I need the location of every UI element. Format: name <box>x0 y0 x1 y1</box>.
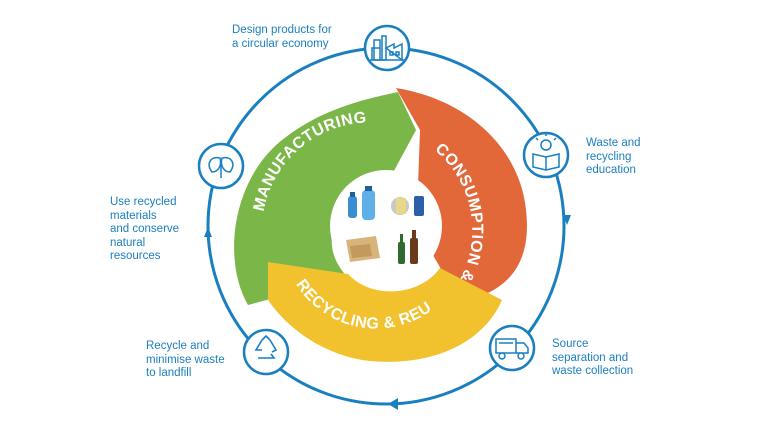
glass-bottles-icon <box>398 230 418 264</box>
label-collection: Source separation and waste collection <box>552 338 634 377</box>
paper-bags-icon <box>346 236 380 262</box>
label-landfill: Recycle and minimise waste to landfill <box>146 340 225 379</box>
water-bottles-icon <box>348 186 375 220</box>
arrow-bottom-icon <box>388 398 398 410</box>
label-education: Waste and recycling education <box>586 137 641 176</box>
leaves-icon <box>208 156 234 178</box>
garbage-truck-icon <box>495 338 529 360</box>
factory-icon <box>370 35 404 62</box>
node-education <box>522 131 570 179</box>
recycle-icon <box>254 334 278 359</box>
book-lightbulb-icon <box>532 133 560 171</box>
arrow-right-icon <box>563 215 571 225</box>
node-landfill <box>242 328 290 376</box>
arrow-left-icon <box>204 227 212 237</box>
node-collection <box>488 324 536 372</box>
center-circle <box>330 170 442 282</box>
label-resources: Use recycled materials and conserve natu… <box>110 196 180 262</box>
node-design <box>363 24 411 72</box>
cans-icon <box>391 196 424 216</box>
node-resources <box>197 142 245 190</box>
label-design: Design products for a circular economy <box>232 24 332 50</box>
